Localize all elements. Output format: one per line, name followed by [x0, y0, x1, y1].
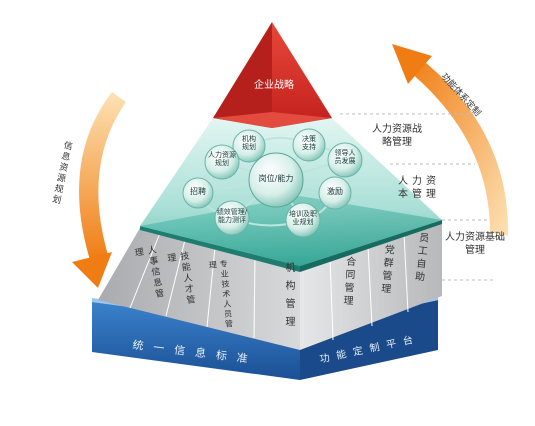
node-training: 培训及职业规划: [289, 210, 317, 226]
competency-balls: [182, 128, 363, 238]
module-organization: 机构管理: [283, 262, 294, 334]
label-basic: 人力资源基础管理: [445, 232, 505, 256]
node-org-planning: 机构规划: [242, 135, 256, 151]
label-capital: 人力资本管理: [398, 176, 440, 200]
top-layer: [213, 22, 332, 128]
center-ball: [248, 152, 304, 208]
right-arc-arrow: [392, 44, 509, 236]
node-performance: 绩效管理/能力测评: [216, 208, 248, 224]
top-label: 企业战略: [254, 80, 294, 91]
right-separators: [340, 113, 495, 281]
left-arc-arrow: [72, 92, 126, 288]
label-strategy: 人力资源战略管理: [372, 124, 422, 148]
node-hr-planning: 人力资源规划: [208, 151, 236, 167]
node-incentive: 激励: [327, 187, 343, 196]
node-recruit: 招聘: [190, 187, 206, 196]
node-leader-dev: 领导人员发展: [334, 149, 356, 165]
center-label: 岗位/能力: [258, 174, 294, 183]
node-decision-support: 决策支持: [302, 135, 316, 151]
